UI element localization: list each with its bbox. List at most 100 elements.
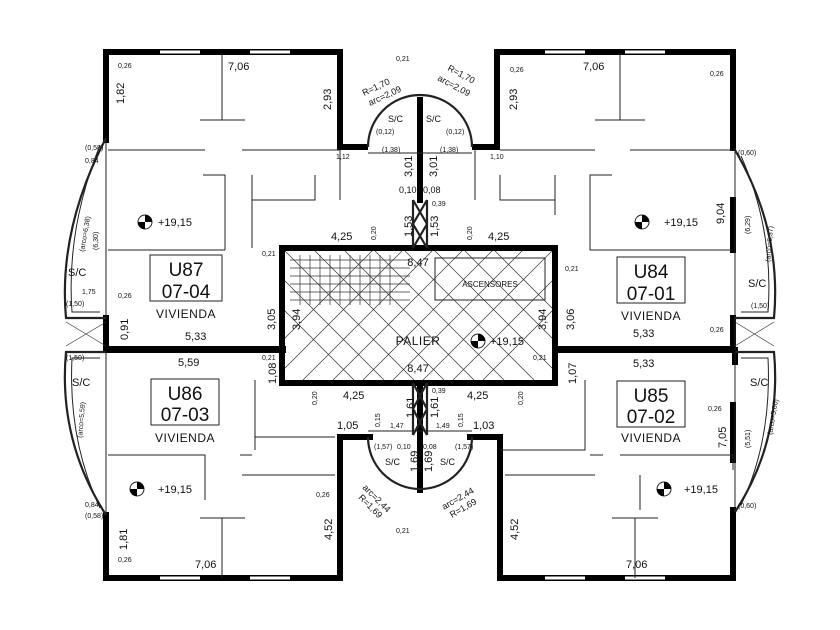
dim: 1,81 — [118, 529, 130, 550]
level-marker-icon — [129, 481, 145, 497]
dim: 0,26 — [118, 63, 132, 70]
unit-code: U84 — [634, 262, 669, 283]
dim: (1,50) — [66, 301, 84, 308]
dim: 0,39 — [432, 388, 446, 395]
dim: 0,26 — [710, 71, 724, 78]
unit-ref: 07-03 — [161, 405, 210, 426]
sc-label: S/C — [72, 377, 90, 389]
dim: (arco=5,59) — [77, 402, 87, 438]
dim: 3,94 — [291, 309, 303, 330]
dim: 0,26 — [710, 327, 724, 334]
dim: 1,69 — [409, 451, 421, 472]
unit-level: +19,15 — [158, 484, 192, 496]
sc-label: S/C — [385, 457, 401, 467]
partitions — [108, 55, 734, 578]
dim: 7,06 — [626, 559, 647, 571]
dim: 0,21 — [565, 266, 579, 273]
dim: (5,51) — [745, 430, 752, 448]
unit-ref: 07-01 — [627, 284, 676, 305]
balconies — [63, 93, 777, 516]
dim: 0,21 — [396, 56, 410, 63]
dim: 1,61 — [405, 397, 417, 418]
dim: (1,50) — [66, 355, 84, 362]
palier-level: +19,15 — [490, 336, 524, 348]
sc-label: S/C — [748, 278, 766, 290]
dim: 1,61 — [429, 397, 441, 418]
dim: (1,50) — [751, 303, 769, 310]
dimensions: 7,06 1,82 2,93 1,12 0,84 (0,58) (arco=6,… — [66, 56, 780, 571]
dim: (0,58) — [85, 513, 103, 520]
dim: 3,06 — [565, 309, 577, 330]
unit-code: U86 — [168, 384, 203, 405]
dim: 4,25 — [467, 390, 488, 402]
dim: 0,26 — [316, 492, 330, 499]
dim: 1,49 — [436, 423, 450, 430]
dim: 0,26 — [510, 67, 524, 74]
dim: 0,20 — [467, 226, 474, 240]
dim: 1,75 — [82, 289, 96, 296]
palier-label: PALIER — [396, 334, 441, 348]
level-marker-icon — [656, 481, 672, 497]
sc-label: S/C — [68, 267, 86, 279]
dim: 0,21 — [262, 355, 276, 362]
unit-labels: U87 07-04 VIVIENDA +19,15 U84 07-01 VIVI… — [68, 114, 768, 496]
level-markers — [129, 214, 672, 497]
dim: 2,93 — [322, 89, 334, 110]
dim: 0,15 — [375, 413, 382, 427]
dim: 7,06 — [228, 61, 249, 73]
dim: (0,58) — [85, 145, 103, 152]
dim: 0,26 — [708, 406, 722, 413]
dim: (arco=6,38) — [79, 216, 92, 253]
dim: 3,01 — [403, 156, 415, 177]
sc-label: S/C — [388, 114, 404, 124]
unit-use: VIVIENDA — [621, 309, 681, 323]
level-marker-icon — [470, 333, 486, 349]
elevators-label: ASCENSORES — [462, 280, 518, 289]
sc-label: S/C — [440, 457, 456, 467]
dim: 1,53 — [403, 216, 415, 237]
palier-hatch — [285, 251, 552, 380]
duct-bottom — [411, 382, 429, 436]
unit-ref: 07-02 — [627, 407, 676, 428]
palier-width-top: 8,47 — [407, 257, 428, 269]
dim: (0,60) — [738, 150, 756, 157]
dim: 0,21 — [533, 355, 547, 362]
dim: 3,05 — [266, 309, 278, 330]
unit-level: +19,15 — [664, 217, 698, 229]
dim: 0,26 — [118, 293, 132, 300]
dim: 0,39 — [432, 201, 446, 208]
sc-label: S/C — [750, 377, 768, 389]
dim: (1,57) — [455, 444, 473, 451]
dim: 4,25 — [331, 231, 352, 243]
dim: 1,08 — [267, 363, 279, 384]
dim: (1,38) — [440, 147, 458, 154]
dim: 0,08 — [423, 444, 437, 451]
dim: 0,91 — [119, 319, 131, 340]
dim: 1,82 — [115, 83, 127, 104]
dim: (6,30) — [93, 232, 100, 250]
unit-use: VIVIENDA — [155, 431, 215, 445]
sc-label: S/C — [426, 114, 442, 124]
dim: 4,52 — [509, 519, 521, 540]
wall-u84 — [472, 49, 736, 151]
dim: 0,10 — [399, 185, 417, 195]
dim: (arco=6,37) — [765, 226, 775, 262]
dim: 0,21 — [396, 528, 410, 535]
unit-level: +19,15 — [158, 217, 192, 229]
dim: 0,21 — [262, 251, 276, 258]
dim: 3,94 — [537, 309, 549, 330]
dim: 1,07 — [567, 363, 579, 384]
dim: 3,01 — [428, 156, 440, 177]
unit-code: U85 — [634, 386, 669, 407]
walls — [103, 49, 738, 581]
dim: 0,15 — [458, 413, 465, 427]
dim: 2,93 — [508, 89, 520, 110]
dim: 5,33 — [633, 358, 654, 370]
dim: 1,69 — [423, 451, 435, 472]
dim: 0,20 — [518, 391, 525, 405]
dim: 1,05 — [337, 420, 358, 432]
dim: (arco=5,60) — [767, 399, 780, 436]
dim: 1,12 — [336, 154, 350, 161]
dim: 7,06 — [195, 559, 216, 571]
